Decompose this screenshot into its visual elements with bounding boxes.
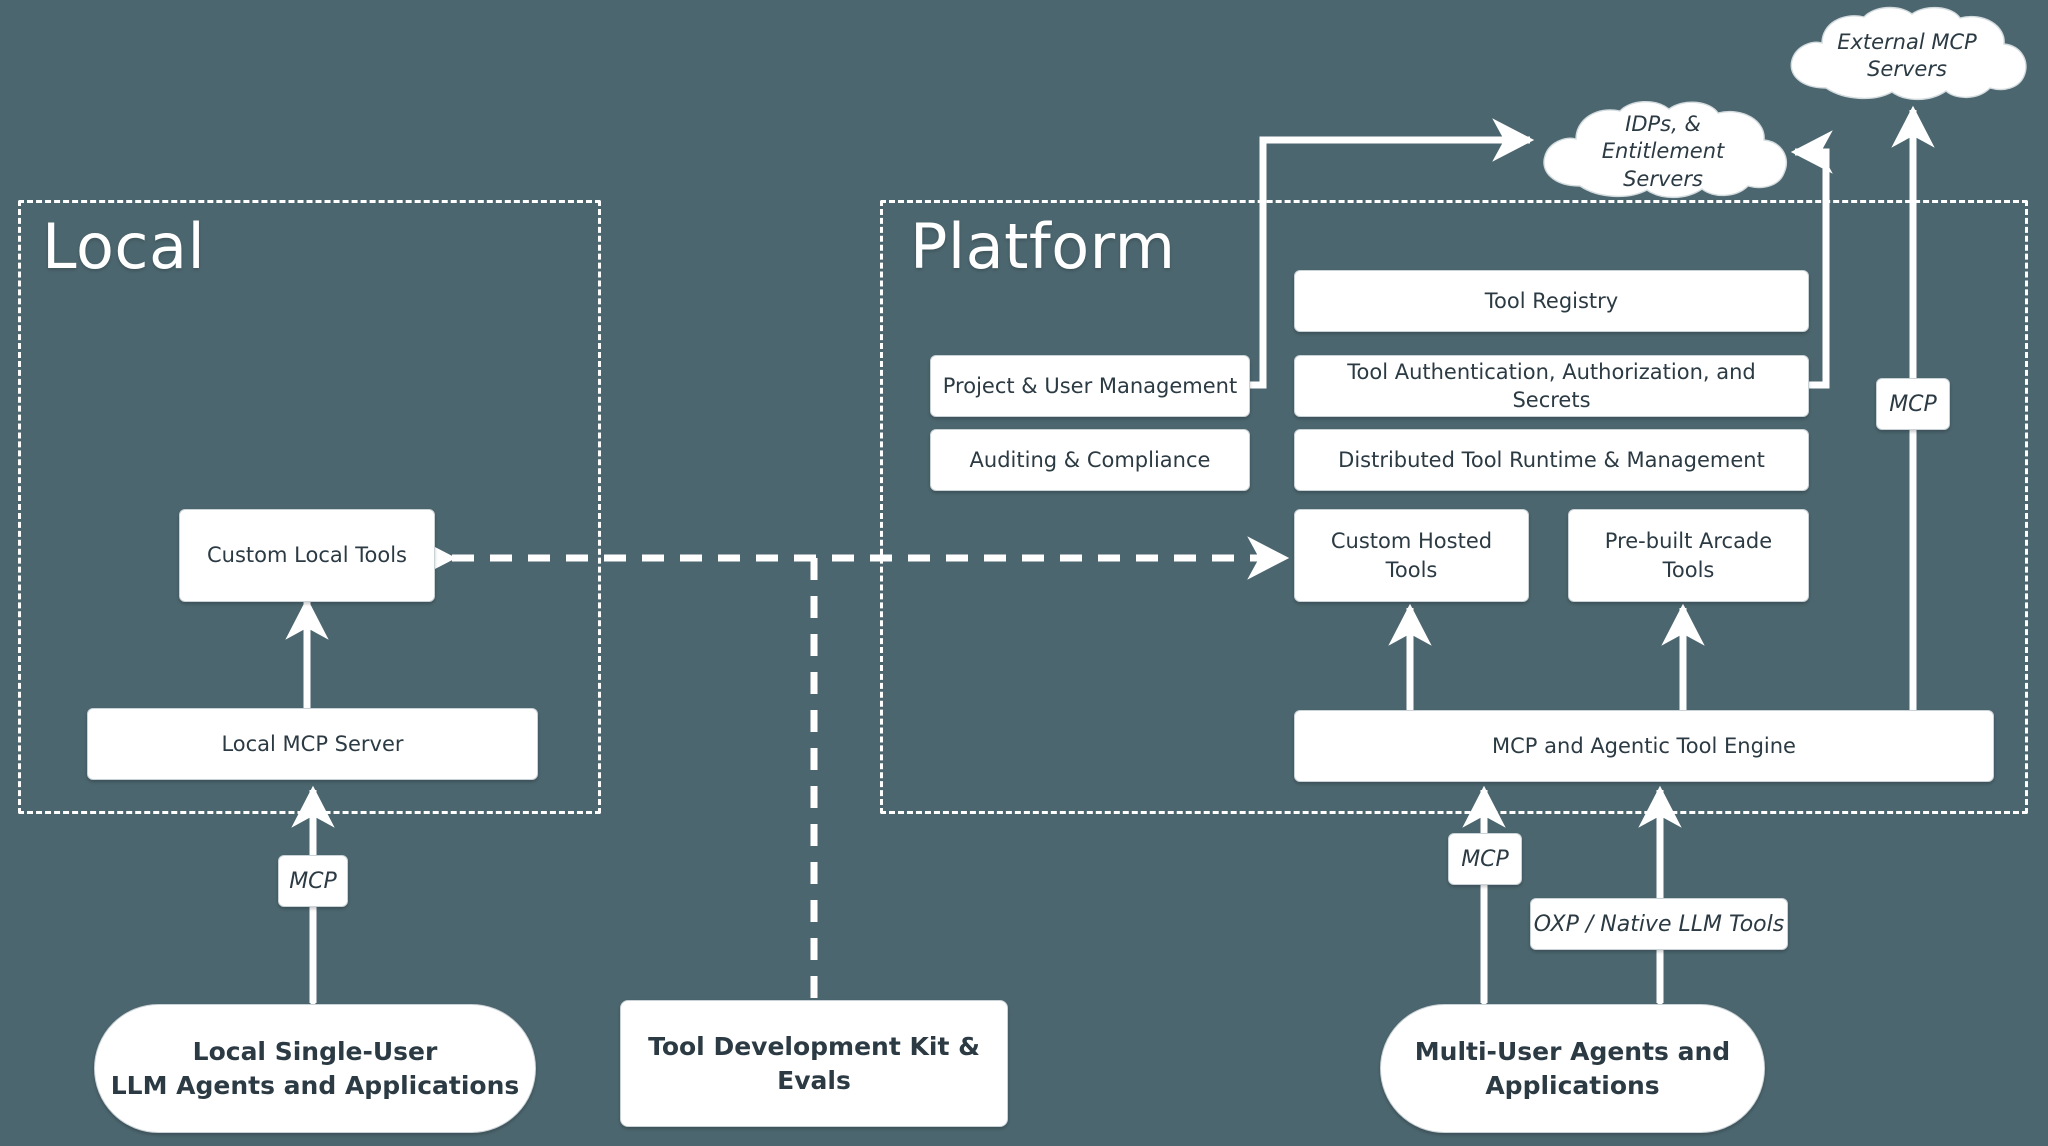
node-custom-local-tools[interactable]: Custom Local Tools <box>179 509 435 602</box>
node-local-mcp-server[interactable]: Local MCP Server <box>87 708 538 780</box>
node-multi-user-agents[interactable]: Multi-User Agents and Applications <box>1380 1004 1765 1133</box>
node-local-agents-line2: LLM Agents and Applications <box>110 1070 520 1100</box>
zone-local-title: Local <box>42 210 206 283</box>
cloud-shape-external <box>1790 6 2027 101</box>
node-mcp-agentic-tool-engine[interactable]: MCP and Agentic Tool Engine <box>1294 710 1994 782</box>
node-auditing-compliance[interactable]: Auditing & Compliance <box>930 429 1250 491</box>
badge-mcp-agents[interactable]: MCP <box>1448 833 1522 885</box>
node-tool-authentication[interactable]: Tool Authentication, Authorization, and … <box>1294 355 1809 417</box>
cloud-idps-entitlement: IDPs, & Entitlement Servers <box>1530 100 1796 204</box>
node-tool-development-kit[interactable]: Tool Development Kit & Evals <box>620 1000 1008 1127</box>
badge-mcp-local[interactable]: MCP <box>278 855 348 907</box>
badge-oxp-native-llm-tools[interactable]: OXP / Native LLM Tools <box>1530 898 1788 950</box>
cloud-idps-line2: Servers <box>1623 166 1703 191</box>
node-prebuilt-arcade-tools[interactable]: Pre-built Arcade Tools <box>1568 509 1809 602</box>
node-local-agents[interactable]: Local Single-User LLM Agents and Applica… <box>94 1004 536 1133</box>
cloud-idps-label: IDPs, & Entitlement Servers <box>1530 111 1796 193</box>
node-project-user-management[interactable]: Project & User Management <box>930 355 1250 417</box>
zone-local <box>18 200 601 814</box>
node-tool-registry[interactable]: Tool Registry <box>1294 270 1809 332</box>
cloud-external-mcp-servers: External MCP Servers <box>1778 6 2036 106</box>
node-multi-user-agents-line1: Multi-User Agents and <box>1414 1036 1731 1066</box>
zone-platform-title: Platform <box>910 210 1176 283</box>
node-distributed-tool-runtime[interactable]: Distributed Tool Runtime & Management <box>1294 429 1809 491</box>
cloud-shape-idps <box>1543 101 1788 199</box>
cloud-idps-line1: IDPs, & Entitlement <box>1601 112 1725 164</box>
zone-platform <box>880 200 2028 814</box>
cloud-external-label: External MCP Servers <box>1837 29 1977 81</box>
node-custom-hosted-tools[interactable]: Custom Hosted Tools <box>1294 509 1529 602</box>
badge-mcp-external[interactable]: MCP <box>1876 378 1950 430</box>
node-multi-user-agents-line2: Applications <box>1485 1070 1660 1100</box>
node-local-agents-line1: Local Single-User <box>192 1036 438 1066</box>
